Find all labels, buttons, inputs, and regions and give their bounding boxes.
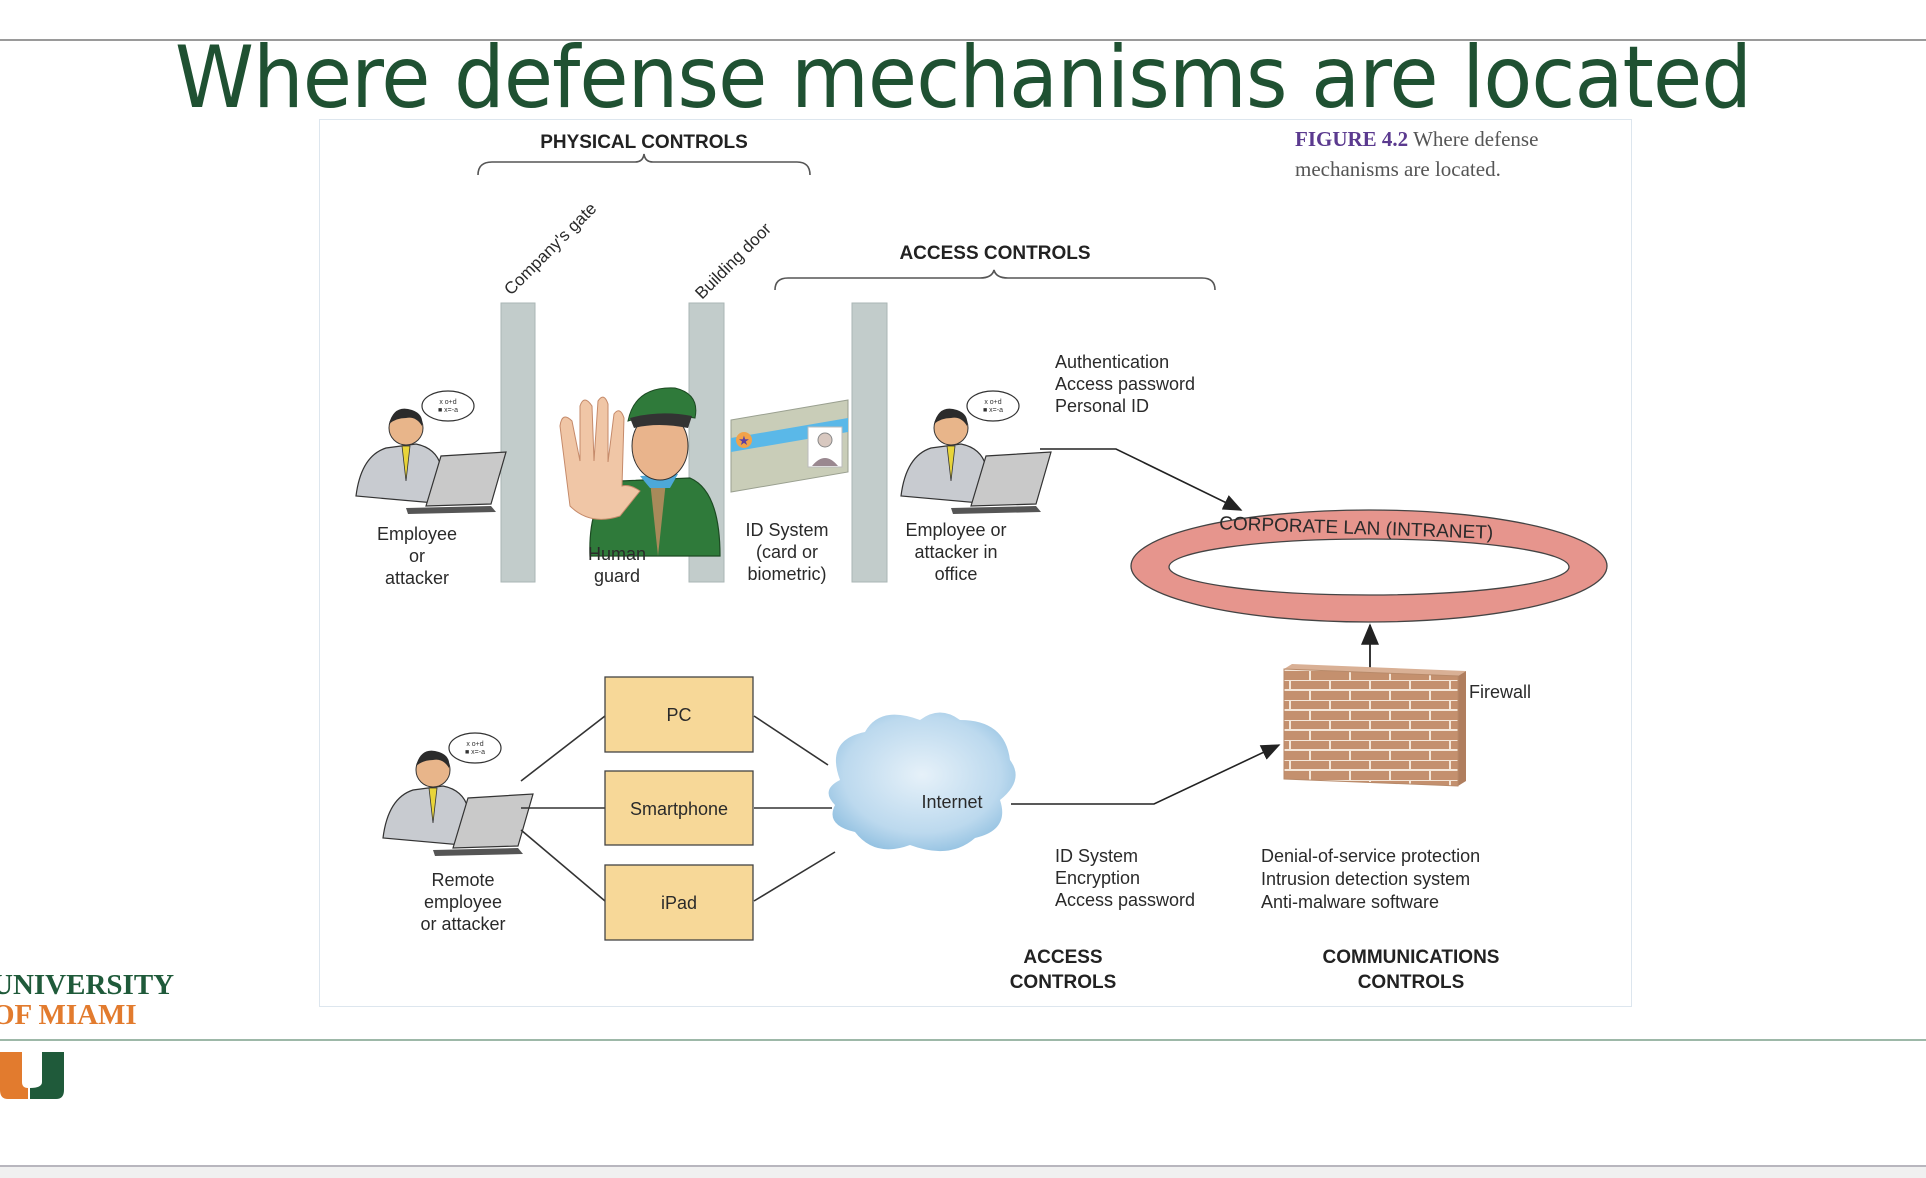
svg-text:Employee or: Employee or — [905, 520, 1006, 540]
bottom-divider — [0, 1165, 1926, 1167]
firewall-icon — [1283, 664, 1466, 787]
gate-pillar — [500, 302, 536, 583]
office-pillar — [851, 302, 888, 583]
svg-text:Access password: Access password — [1055, 890, 1195, 910]
internet-cloud-icon: Internet — [828, 712, 1016, 852]
access-controls-list: ID System Encryption Access password — [1055, 846, 1195, 910]
communications-controls-heading: COMMUNICATIONS CONTROLS — [1323, 947, 1500, 993]
human-guard-icon — [559, 387, 721, 557]
authentication-list: Authentication Access password Personal … — [1055, 352, 1195, 416]
svg-text:Access password: Access password — [1055, 374, 1195, 394]
device-box-ipad: iPad — [604, 864, 754, 941]
svg-text:Smartphone: Smartphone — [630, 799, 728, 819]
svg-text:■ x=-a: ■ x=-a — [983, 407, 1003, 414]
caption-text-1: Where defense — [1413, 127, 1539, 151]
access-controls-bottom-heading: ACCESS CONTROLS — [1010, 947, 1117, 993]
svg-text:biometric): biometric) — [747, 564, 826, 584]
svg-text:Intrusion detection system: Intrusion detection system — [1261, 869, 1470, 889]
gate-label: Company's gate — [500, 199, 600, 299]
svg-text:x o+d: x o+d — [439, 399, 456, 406]
svg-text:Authentication: Authentication — [1055, 352, 1169, 372]
office-employee-icon: x o+d ■ x=-a — [900, 390, 1052, 514]
employee-icon: x o+d ■ x=-a — [355, 390, 507, 514]
svg-text:■ x=-a: ■ x=-a — [438, 407, 458, 414]
svg-text:Human: Human — [588, 544, 646, 564]
defense-diagram: PHYSICAL CONTROLS Company's gate Buildin… — [355, 132, 1608, 993]
university-logo-line1: UNIVERSITY — [0, 969, 175, 1001]
figure-caption: FIGURE 4.2 Where defense mechanisms are … — [1295, 124, 1615, 184]
remote-employee-label: Remote employee or attacker — [420, 870, 505, 934]
caption-text-2: mechanisms are located. — [1295, 157, 1501, 181]
university-logo-line2: OF MIAMI — [0, 999, 137, 1031]
svg-text:x o+d: x o+d — [466, 741, 483, 748]
svg-text:★: ★ — [738, 433, 750, 448]
svg-text:Encryption: Encryption — [1055, 868, 1140, 888]
svg-text:CONTROLS: CONTROLS — [1358, 972, 1465, 993]
guard-label: Human guard — [588, 544, 646, 586]
svg-text:Anti-malware software: Anti-malware software — [1261, 892, 1439, 912]
svg-text:attacker: attacker — [385, 568, 449, 588]
firewall-label: Firewall — [1469, 682, 1531, 702]
slide-title: Where defense mechanisms are located — [174, 28, 1752, 128]
id-card-icon: ★ — [730, 399, 849, 493]
device-box-pc: PC — [604, 676, 754, 753]
bottom-bar — [0, 1167, 1926, 1178]
university-logo-text: UNIVERSITY OF MIAMI — [0, 970, 174, 1030]
figure-panel: PHYSICAL CONTROLS Company's gate Buildin… — [319, 119, 1632, 1007]
svg-text:x o+d: x o+d — [984, 399, 1001, 406]
internet-label: Internet — [921, 792, 982, 812]
physical-controls-brace — [477, 153, 811, 176]
remote-employee-icon: x o+d ■ x=-a — [382, 732, 534, 856]
svg-text:■ x=-a: ■ x=-a — [465, 749, 485, 756]
svg-text:office: office — [935, 564, 978, 584]
svg-text:PC: PC — [666, 705, 691, 725]
svg-text:Remote: Remote — [431, 870, 494, 890]
svg-text:or: or — [409, 546, 425, 566]
svg-text:(card or: (card or — [756, 542, 818, 562]
svg-text:COMMUNICATIONS: COMMUNICATIONS — [1323, 947, 1500, 968]
svg-text:employee: employee — [424, 892, 502, 912]
office-employee-label: Employee or attacker in office — [905, 520, 1006, 584]
svg-text:ID System: ID System — [1055, 846, 1138, 866]
communications-controls-list: Denial-of-service protection Intrusion d… — [1261, 846, 1480, 912]
svg-text:attacker in: attacker in — [914, 542, 997, 562]
physical-controls-heading: PHYSICAL CONTROLS — [540, 132, 748, 153]
u-logo-icon — [0, 1050, 70, 1105]
internet-to-firewall-arrow — [1011, 744, 1281, 805]
employee-label: Employee or attacker — [377, 524, 457, 588]
svg-text:Personal ID: Personal ID — [1055, 396, 1149, 416]
footer-divider — [0, 1039, 1926, 1041]
figure-number: FIGURE 4.2 — [1295, 127, 1409, 151]
svg-text:guard: guard — [594, 566, 640, 586]
svg-text:Denial-of-service protection: Denial-of-service protection — [1261, 846, 1480, 866]
door-label: Building door — [691, 219, 775, 303]
svg-text:ACCESS: ACCESS — [1023, 947, 1102, 968]
office-to-lan-arrow — [1040, 448, 1243, 511]
svg-text:iPad: iPad — [661, 893, 697, 913]
top-divider — [0, 39, 1926, 41]
corporate-lan-ring — [1130, 509, 1608, 623]
svg-text:CONTROLS: CONTROLS — [1010, 972, 1117, 993]
remote-to-devices-lines — [520, 715, 836, 902]
device-box-smartphone: Smartphone — [604, 770, 754, 846]
id-system-label: ID System (card or biometric) — [745, 520, 828, 584]
access-controls-heading: ACCESS CONTROLS — [899, 243, 1090, 264]
svg-text:ID System: ID System — [745, 520, 828, 540]
svg-text:Employee: Employee — [377, 524, 457, 544]
svg-text:or attacker: or attacker — [420, 914, 505, 934]
access-controls-brace — [774, 269, 1216, 291]
